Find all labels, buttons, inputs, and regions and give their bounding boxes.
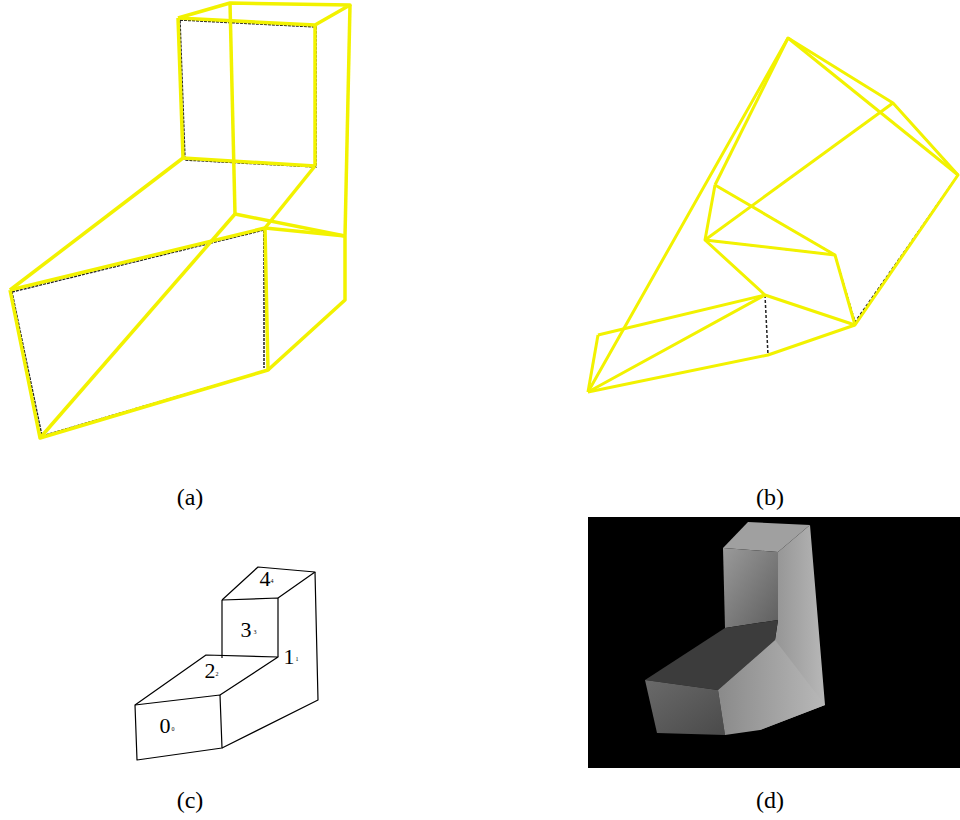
wireframe-a	[10, 3, 350, 438]
panel-label: (c)	[177, 788, 204, 812]
face-number: 2	[205, 660, 216, 682]
face-subscript: 3	[254, 629, 257, 635]
face-number: 4	[260, 568, 271, 590]
face-subscript: 0	[172, 726, 175, 732]
panel-label: (d)	[756, 788, 784, 812]
wireframe-b	[588, 38, 958, 392]
panel-label: (a)	[177, 485, 204, 509]
face-subscript: 4	[271, 578, 274, 584]
panel-label: (b)	[756, 485, 784, 509]
line-drawing-c	[135, 567, 318, 760]
face-number: 0	[160, 715, 171, 737]
face-number: 3	[241, 619, 252, 641]
face-subscript: 2	[216, 671, 219, 677]
face-number: 1	[284, 646, 295, 668]
shaded-render-d	[588, 517, 960, 768]
face-subscript: 1	[296, 656, 299, 662]
